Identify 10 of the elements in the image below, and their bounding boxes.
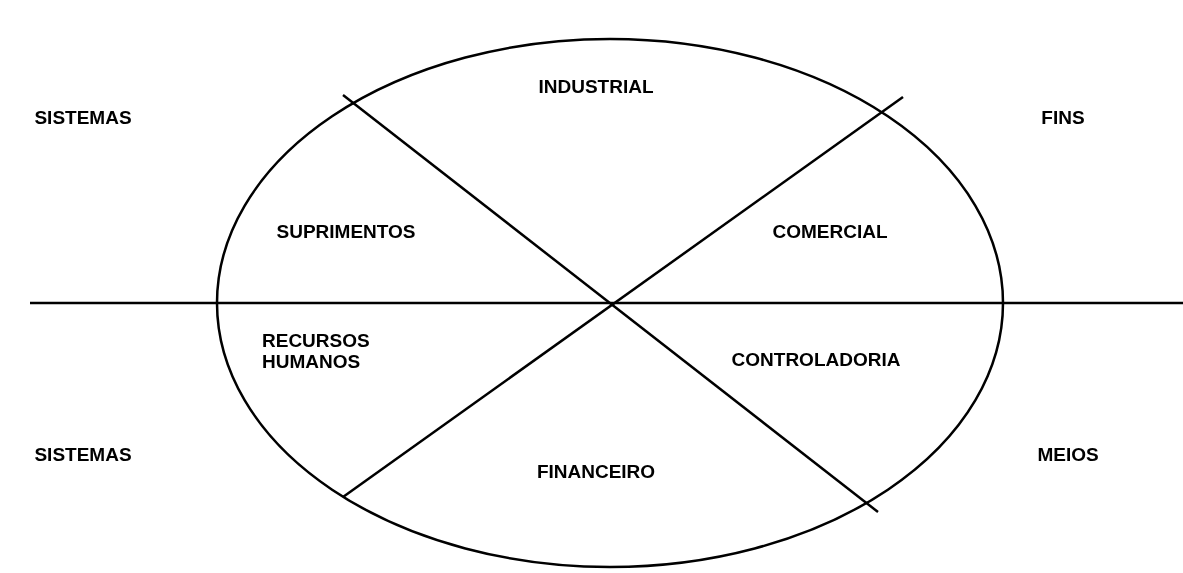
sector-label: FINANCEIRO	[536, 461, 656, 483]
sector-label: FINS	[1041, 107, 1085, 129]
sector-label: INDUSTRIAL	[538, 76, 654, 98]
sector-label: SISTEMAS	[34, 107, 132, 129]
sector-label: RECURSOS HUMANOS	[262, 331, 371, 373]
sector-label: COMERCIAL	[772, 221, 888, 243]
sector-label: CONTROLADORIA	[731, 349, 901, 371]
sector-label: SISTEMAS	[34, 444, 132, 466]
sector-label: SUPRIMENTOS	[276, 221, 416, 243]
sector-label: MEIOS	[1037, 444, 1099, 466]
